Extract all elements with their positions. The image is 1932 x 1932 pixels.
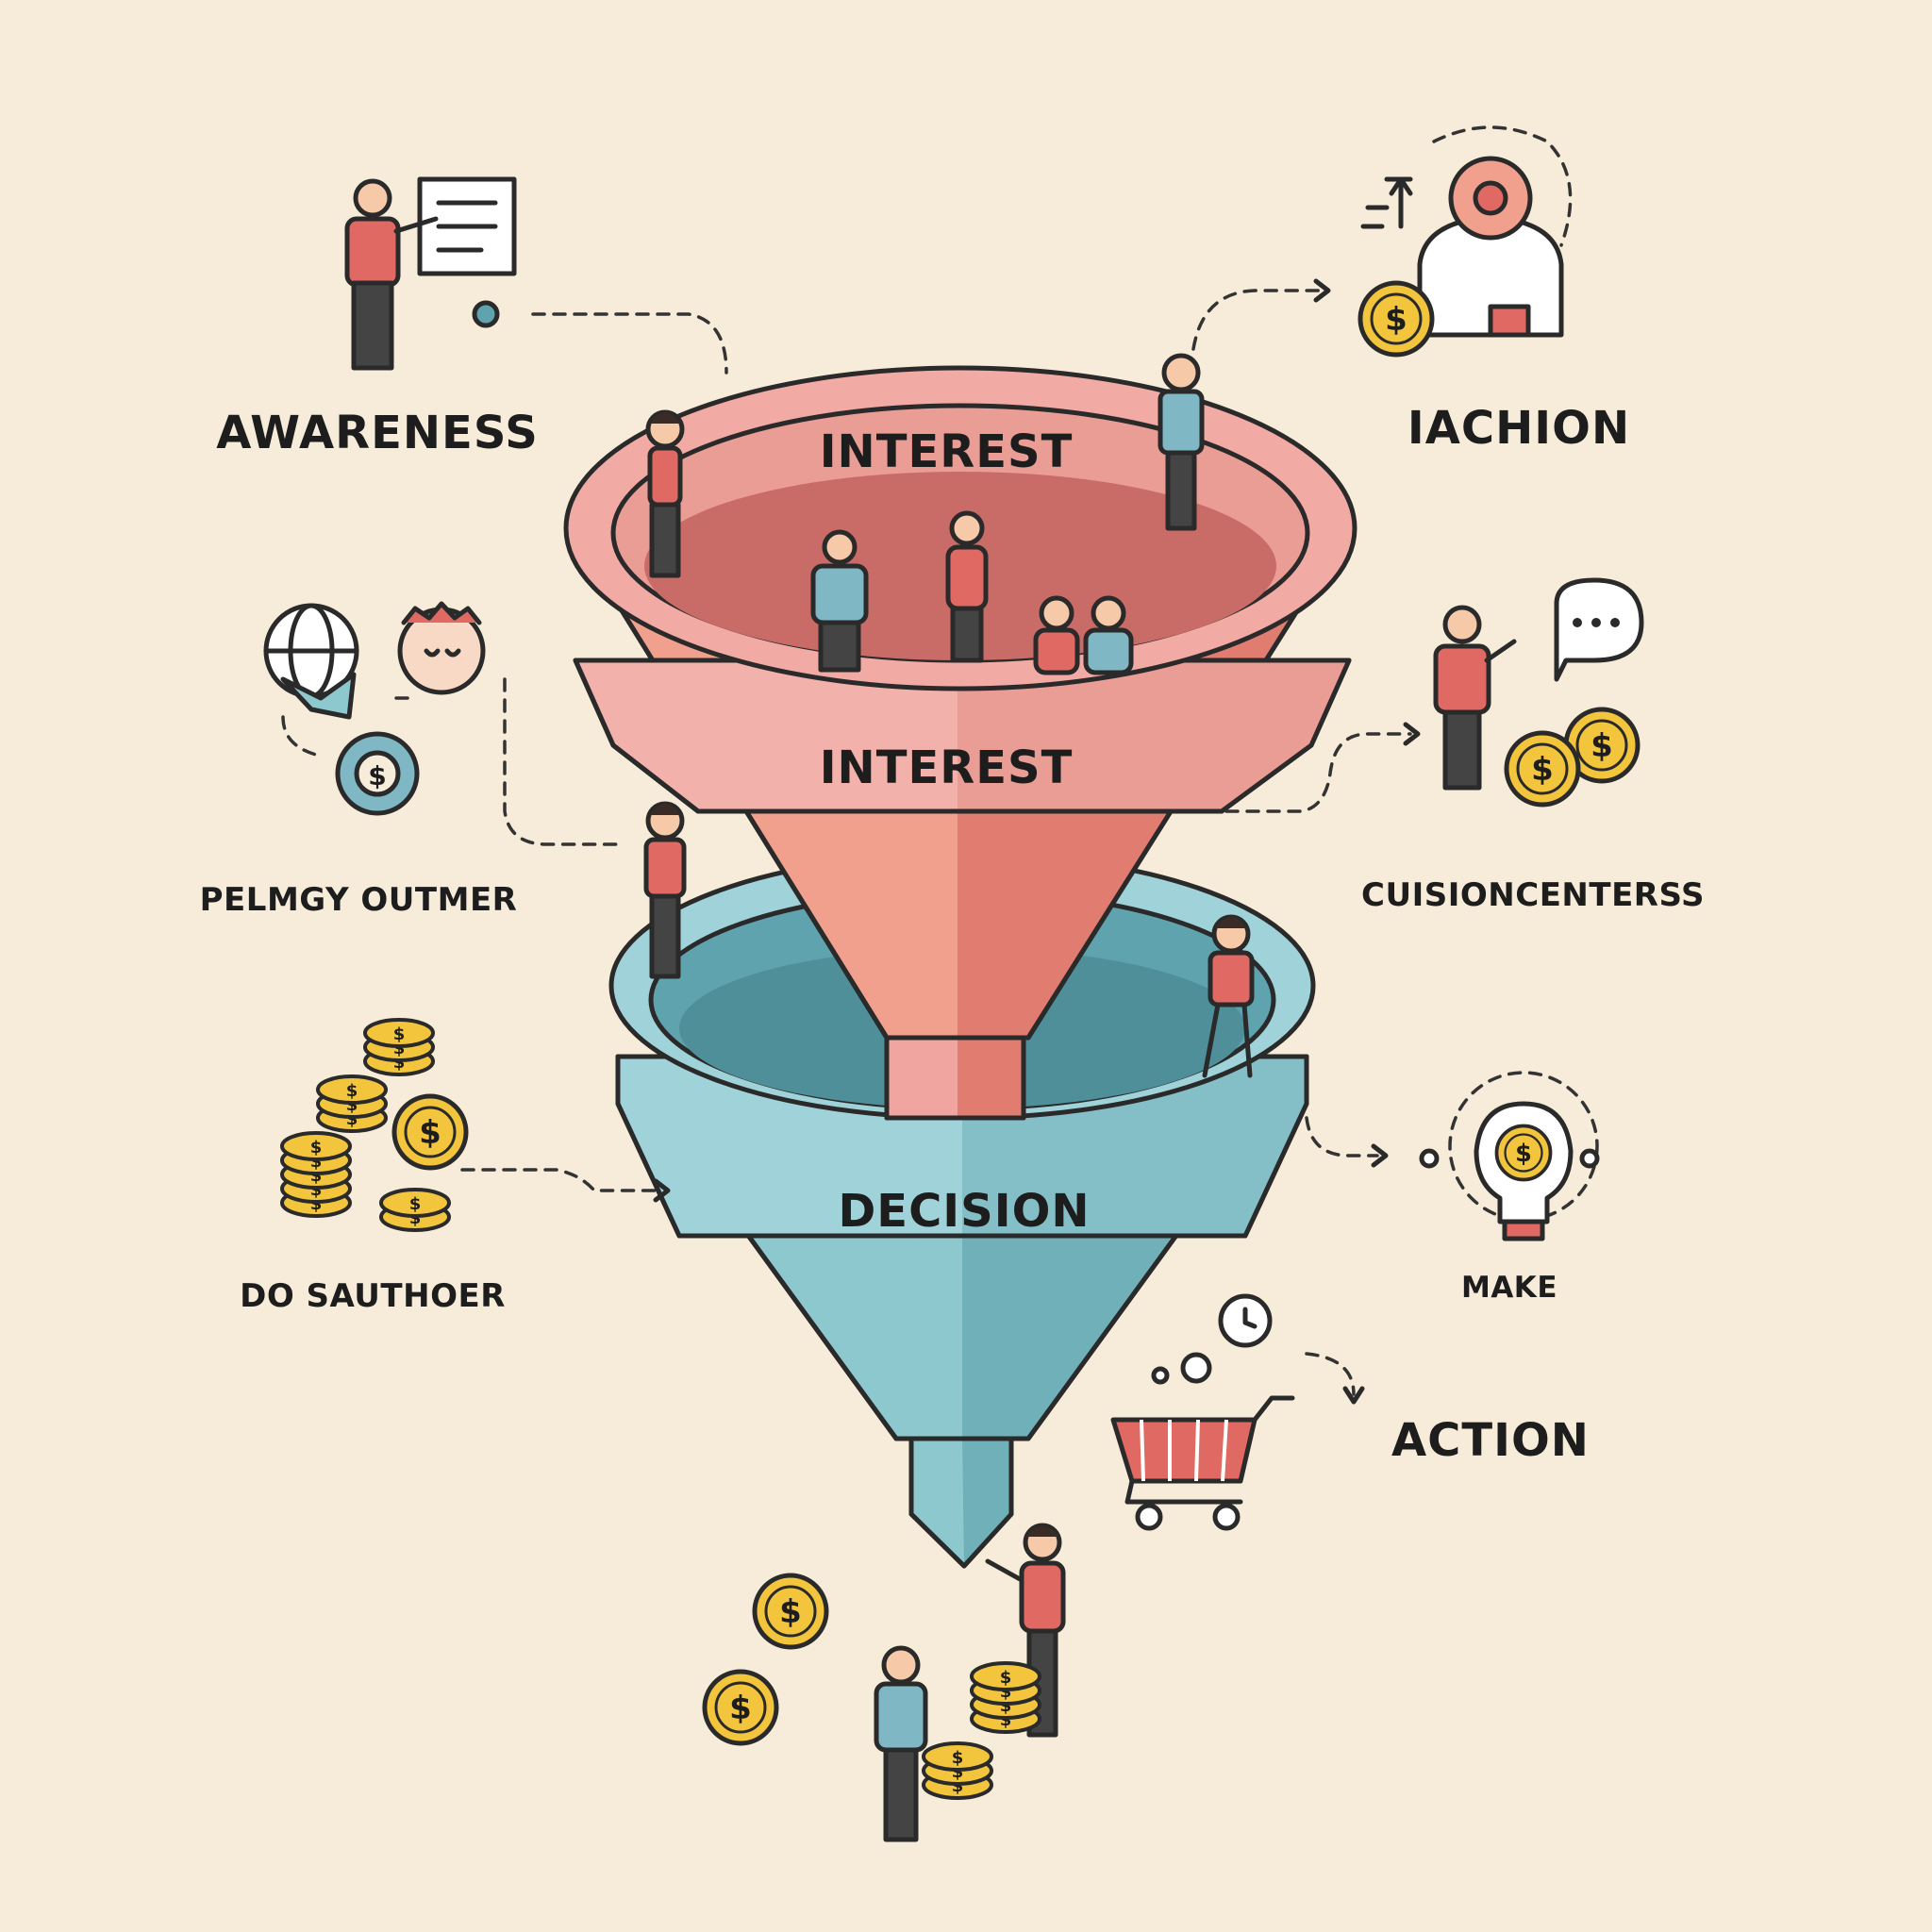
bottom-coins-and-people [705,1523,1066,1842]
person-right-lower-rim [1202,914,1255,1078]
cuisioncenterss-connector [1224,732,1412,813]
awareness-connector [531,312,728,375]
iachion-connector [1191,289,1323,351]
person-left-rim [645,409,685,578]
cuisioncenterss-label: CUISIONCENTERSS [1361,876,1705,914]
funnel-upper-rim-label: INTEREST [820,425,1074,478]
person-right-rim [1158,353,1205,531]
action-arrowhead [1342,1386,1365,1405]
person-speech-bubble-coins-icon [1433,577,1644,805]
do-sauthoer-arrowhead [653,1178,671,1203]
coin-stacks-icon [280,1018,466,1232]
shopping-cart-icon [1110,1293,1295,1531]
iachion-label: IACHION [1407,402,1630,455]
awareness-connector-dot [472,300,500,328]
action-connector [1305,1352,1356,1396]
globe-face-gear-icon: $ [263,601,625,846]
target-person-with-coin-icon [1360,125,1573,355]
make-arrowhead [1371,1143,1389,1168]
iachion-arrowhead [1313,278,1331,303]
person-left-lower-rim [643,801,687,979]
do-sauthoer-label: DO SAUTHOER [240,1277,506,1315]
make-connector [1305,1116,1379,1158]
funnel-crowd [810,510,1134,675]
presenter-with-board-icon [344,176,517,371]
svg-text:$: $ [368,760,386,791]
action-label: ACTION [1391,1414,1590,1467]
do-sauthoer-connector [460,1168,662,1192]
pelmgy-label: PELMGY OUTMER [200,881,518,919]
funnel-upper-band-label: INTEREST [820,741,1074,794]
lightbulb-dollar-icon [1419,1071,1600,1241]
awareness-label: AWARENESS [216,407,539,459]
make-label: MAKE [1461,1271,1557,1305]
funnel-lower-band-label: DECISION [838,1185,1090,1238]
cuisioncenterss-arrowhead [1403,722,1421,746]
